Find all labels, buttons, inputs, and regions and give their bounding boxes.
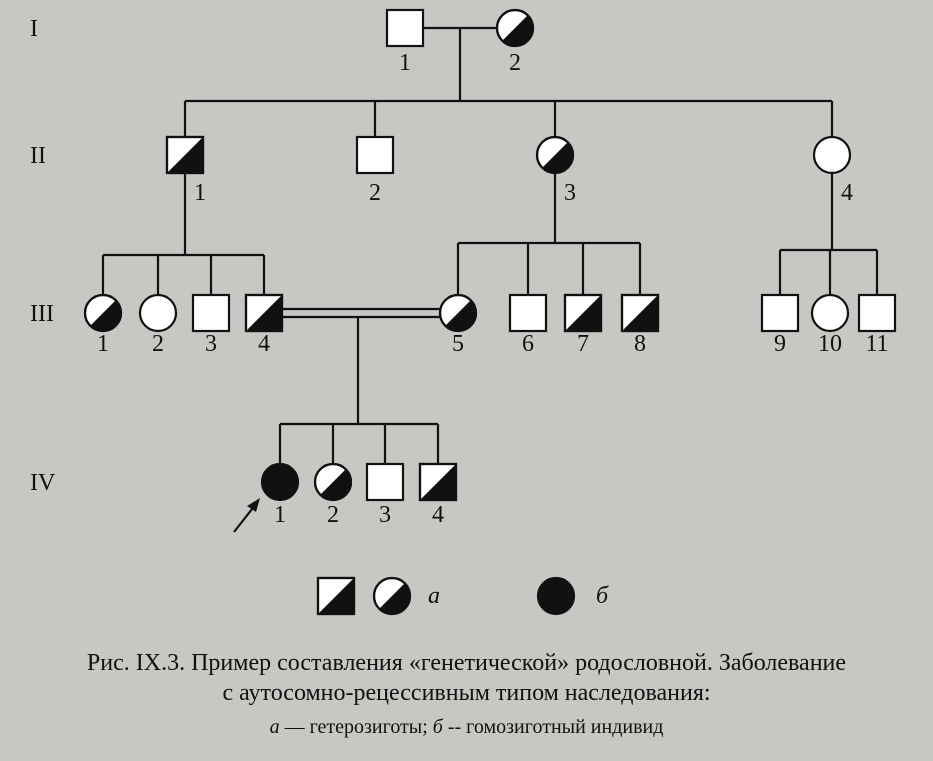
individual-III-2 — [138, 293, 178, 333]
individual-IV-4 — [418, 462, 458, 502]
individual-II-3 — [535, 135, 575, 175]
label-II-4: 4 — [841, 180, 853, 206]
label-III-9: 9 — [774, 331, 786, 357]
pedigree-lines — [101, 26, 879, 464]
individual-IV-2 — [313, 462, 353, 502]
generation-label-I: I — [30, 16, 38, 42]
label-II-3: 3 — [564, 180, 576, 206]
figure-caption: Рис. IX.3. Пример составления «генетичес… — [0, 648, 933, 742]
legend-label-b: б — [596, 583, 609, 609]
label-II-2: 2 — [369, 180, 381, 206]
caption-b-text: -- гомозиготный индивид — [442, 716, 664, 738]
label-IV-1: 1 — [274, 502, 286, 528]
label-III-3: 3 — [205, 331, 217, 357]
individual-III-10 — [810, 293, 850, 333]
label-III-8: 8 — [634, 331, 646, 357]
label-III-4: 4 — [258, 331, 270, 357]
caption-line-3: а — гетерозиготы; б -- гомозиготный инди… — [0, 712, 933, 742]
proband-arrow-icon — [233, 498, 260, 533]
legend-female-heterozygote — [372, 576, 412, 616]
label-III-11: 11 — [865, 331, 888, 357]
individual-II-4 — [812, 135, 852, 175]
individual-II-1 — [165, 135, 205, 175]
label-IV-4: 4 — [432, 502, 444, 528]
generation-label-IV: IV — [30, 470, 56, 496]
label-III-1: 1 — [97, 331, 109, 357]
individual-I-1 — [385, 8, 425, 48]
label-III-6: 6 — [522, 331, 534, 357]
generation-label-III: III — [30, 301, 54, 327]
label-IV-2: 2 — [327, 502, 339, 528]
caption-line-1: Рис. IX.3. Пример составления «генетичес… — [86, 650, 847, 676]
label-I-1: 1 — [399, 50, 411, 76]
caption-b-marker: б — [432, 716, 443, 738]
caption-line-2: с аутосомно-рецессивным типом наследован… — [222, 680, 711, 706]
pedigree-individuals — [83, 8, 897, 533]
label-III-7: 7 — [577, 331, 589, 357]
individual-III-3 — [191, 293, 231, 333]
individual-III-4 — [244, 293, 284, 333]
legend-male-heterozygote — [316, 576, 356, 616]
individual-III-1 — [83, 293, 123, 333]
label-III-2: 2 — [152, 331, 164, 357]
caption-a-marker: а — [269, 716, 280, 738]
individual-IV-1 — [260, 462, 300, 502]
individual-III-5 — [438, 293, 478, 333]
individual-IV-3 — [365, 462, 405, 502]
legend-homozygote — [536, 576, 576, 616]
label-III-10: 10 — [818, 331, 842, 357]
label-IV-3: 3 — [379, 502, 391, 528]
legend-label-a: а — [428, 583, 440, 609]
individual-II-2 — [355, 135, 395, 175]
individual-III-11 — [857, 293, 897, 333]
label-III-5: 5 — [452, 331, 464, 357]
individual-III-8 — [620, 293, 660, 333]
individual-III-6 — [508, 293, 548, 333]
individual-III-7 — [563, 293, 603, 333]
caption-a-text: — гетерозиготы; — [279, 716, 433, 738]
generation-label-II: II — [30, 143, 46, 169]
label-I-2: 2 — [509, 50, 521, 76]
individual-I-2 — [495, 8, 535, 48]
individual-III-9 — [760, 293, 800, 333]
label-II-1: 1 — [194, 180, 206, 206]
